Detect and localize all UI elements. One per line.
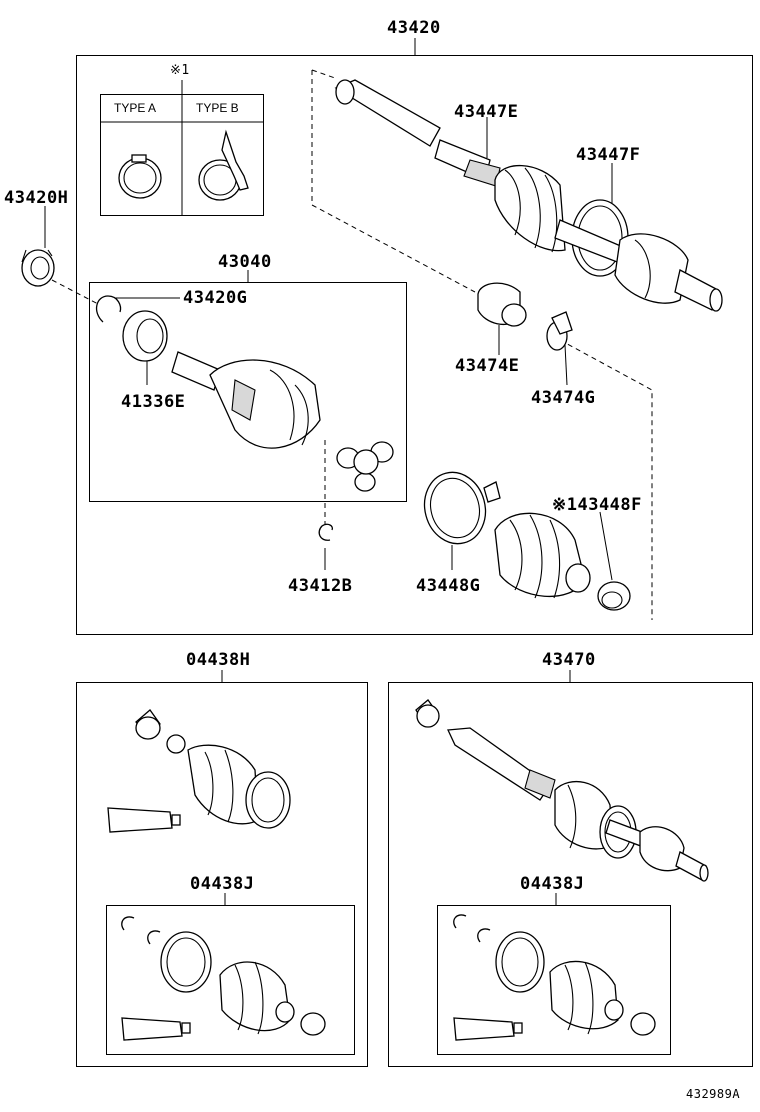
- clamp-43448f-icon: [597, 581, 631, 611]
- label-43474e: 43474E: [455, 356, 520, 376]
- main-assembly-frame: [76, 55, 753, 635]
- label-43447e: 43447E: [454, 102, 519, 122]
- type-table-grid: [100, 80, 264, 216]
- shaft-assembly-icon: [334, 79, 723, 312]
- figure-code: 432989A: [686, 1087, 741, 1101]
- damper-icon: [477, 282, 527, 327]
- kit-04438j-right-frame: [437, 905, 671, 1055]
- label-43040: 43040: [218, 252, 272, 272]
- type-b-clamp-icon: [198, 129, 249, 201]
- kit-04438j-left-frame: [106, 905, 355, 1055]
- label-43420: 43420: [387, 18, 441, 38]
- leader-lines: [44, 38, 613, 905]
- label-43448g: 43448G: [416, 576, 481, 596]
- bearing-icon: [21, 249, 55, 287]
- kit-04438j-left-parts: [121, 916, 326, 1041]
- snap-ring-icon: [95, 295, 122, 323]
- label-43448f: ※143448F: [552, 495, 642, 515]
- kit-04438j-right-parts: [453, 914, 656, 1041]
- tripod-icon: [336, 441, 394, 492]
- kit-04438h-frame: [76, 682, 368, 1067]
- label-43447f: 43447F: [576, 145, 641, 165]
- dust-seal-icon: [122, 310, 168, 362]
- type-a-clamp-icon: [118, 154, 162, 199]
- label-41336e: 41336E: [121, 392, 186, 412]
- kit-04438h-parts: [107, 709, 291, 833]
- label-04438j-right: 04438J: [520, 874, 585, 894]
- label-43420g: 43420G: [183, 288, 248, 308]
- snap-ring-43412b-icon: [318, 523, 334, 541]
- joint-housing-icon: [171, 351, 321, 449]
- label-note-mark: ※1: [170, 63, 190, 78]
- kit-43470-frame: [388, 682, 753, 1067]
- label-43420h: 43420H: [4, 188, 69, 208]
- label-43474g: 43474G: [531, 388, 596, 408]
- label-43412b: 43412B: [288, 576, 353, 596]
- label-04438h: 04438H: [186, 650, 251, 670]
- boot-icon: [494, 512, 591, 599]
- kit-43470-parts: [415, 699, 709, 882]
- label-43470: 43470: [542, 650, 596, 670]
- boot-clamp-icon: [423, 471, 501, 545]
- label-type-a: TYPE A: [114, 101, 157, 115]
- label-type-b: TYPE B: [196, 101, 239, 115]
- clamp-icon: [546, 311, 573, 351]
- label-04438j-left: 04438J: [190, 874, 255, 894]
- dashed-assembly-lines: [51, 69, 653, 620]
- inboard-joint-frame: [89, 282, 407, 502]
